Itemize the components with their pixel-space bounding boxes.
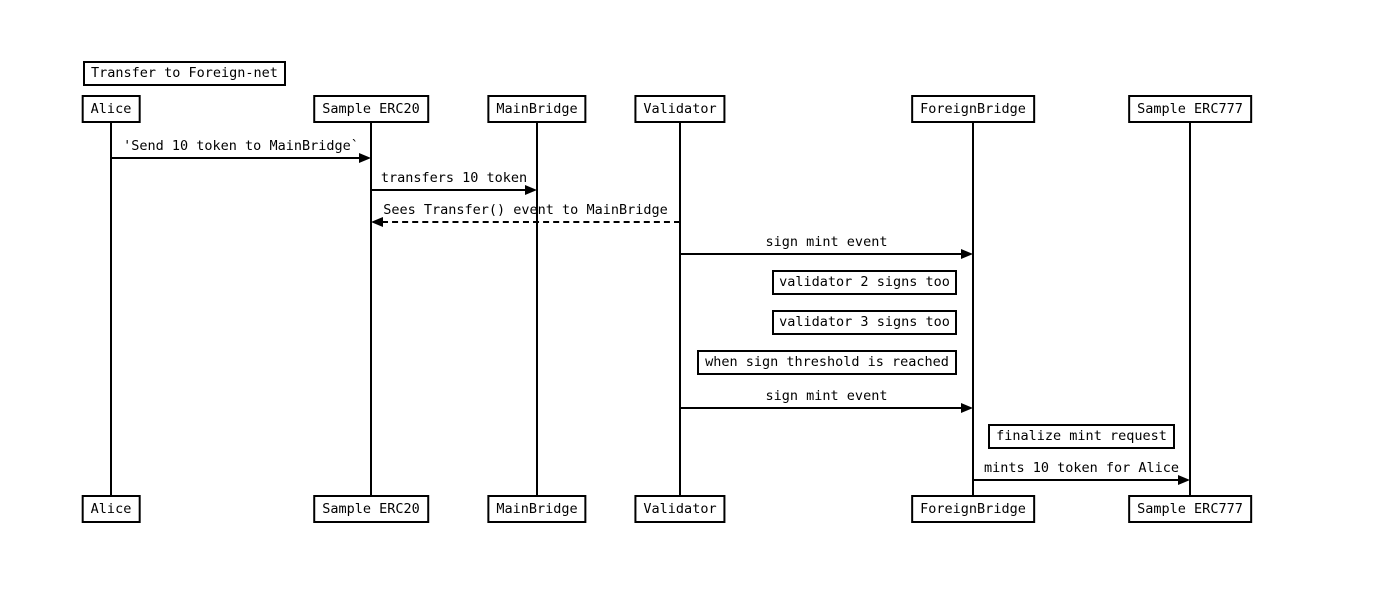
actor-sample-erc20-top: Sample ERC20 (313, 95, 429, 123)
message-label-2: Sees Transfer() event to MainBridge (383, 202, 668, 218)
note-box-3: finalize mint request (988, 424, 1175, 449)
diagram-title: Transfer to Foreign-net (83, 61, 286, 86)
message-line-1 (371, 189, 526, 191)
message-label-0: 'Send 10 token to MainBridge` (123, 138, 359, 154)
message-label-4: sign mint event (765, 388, 888, 404)
note-box-0: validator 2 signs too (772, 270, 957, 295)
message-line-5 (973, 479, 1179, 481)
lifeline-foreignbridge (972, 123, 974, 495)
message-line-3 (680, 253, 962, 255)
note-box-2: when sign threshold is reached (697, 350, 957, 375)
lifeline-validator (679, 123, 681, 495)
actor-sample-erc777-bottom: Sample ERC777 (1128, 495, 1252, 523)
lifeline-alice (110, 123, 112, 495)
actor-alice-bottom: Alice (81, 495, 141, 523)
lifeline-sample-erc777 (1189, 123, 1191, 495)
actor-sample-erc777-top: Sample ERC777 (1128, 95, 1252, 123)
message-arrowhead-5 (1178, 475, 1190, 485)
actor-mainbridge-bottom: MainBridge (487, 495, 587, 523)
actor-mainbridge-top: MainBridge (487, 95, 587, 123)
message-line-4 (680, 407, 962, 409)
message-label-3: sign mint event (765, 234, 888, 250)
message-arrowhead-2 (371, 217, 383, 227)
actor-sample-erc20-bottom: Sample ERC20 (313, 495, 429, 523)
message-arrowhead-1 (525, 185, 537, 195)
message-line-0 (111, 157, 360, 159)
actor-validator-top: Validator (634, 95, 726, 123)
message-arrowhead-4 (961, 403, 973, 413)
actor-alice-top: Alice (81, 95, 141, 123)
message-arrowhead-0 (359, 153, 371, 163)
actor-foreignbridge-top: ForeignBridge (911, 95, 1035, 123)
lifeline-mainbridge (536, 123, 538, 495)
lifeline-sample-erc20 (370, 123, 372, 495)
note-box-1: validator 3 signs too (772, 310, 957, 335)
actor-validator-bottom: Validator (634, 495, 726, 523)
message-line-2 (382, 221, 680, 223)
message-label-1: transfers 10 token (380, 170, 528, 186)
message-arrowhead-3 (961, 249, 973, 259)
actor-foreignbridge-bottom: ForeignBridge (911, 495, 1035, 523)
message-label-5: mints 10 token for Alice (983, 460, 1180, 476)
